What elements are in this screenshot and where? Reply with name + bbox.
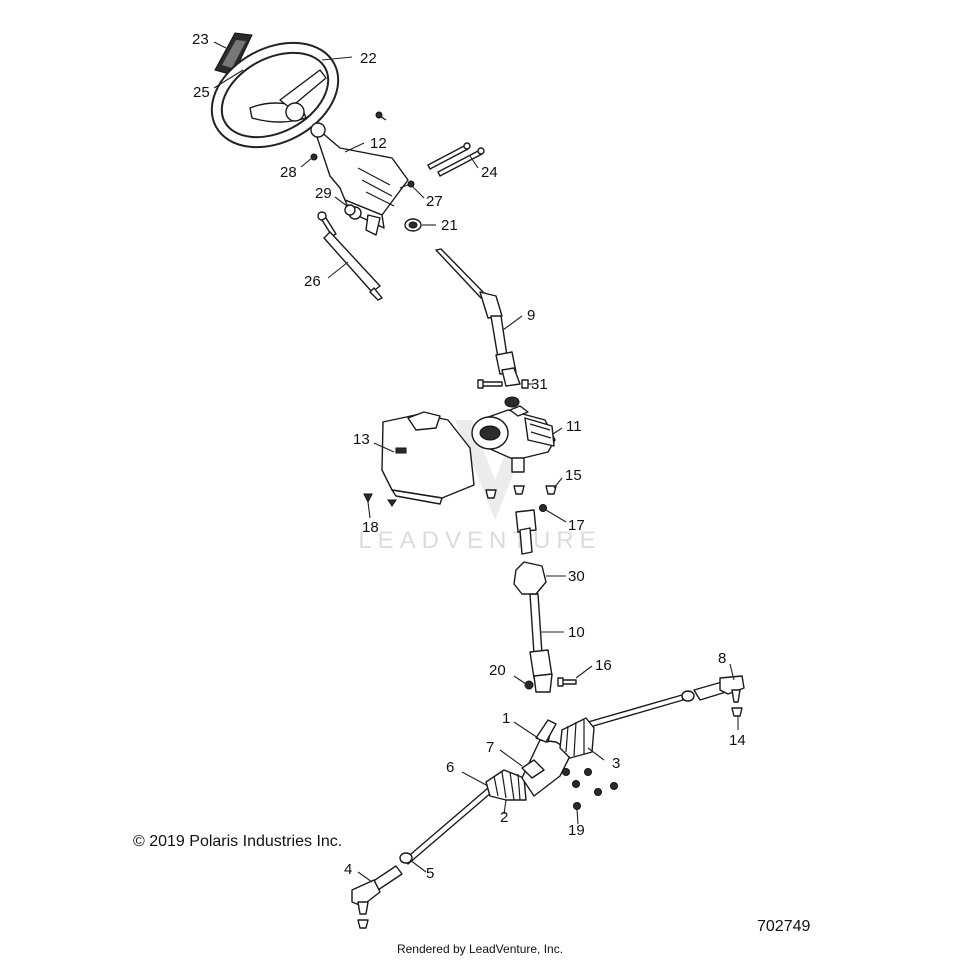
- callout-7: 7: [486, 739, 494, 756]
- callout-22: 22: [360, 50, 377, 67]
- callout-10: 10: [568, 624, 585, 641]
- part-30-boot[interactable]: [513, 561, 547, 595]
- callout-31: 31: [531, 376, 548, 393]
- jam-nut-right[interactable]: [681, 690, 695, 702]
- callout-4: 4: [344, 861, 352, 878]
- callout-24: 24: [481, 164, 498, 181]
- rendered-by-text: Rendered by LeadVenture, Inc.: [396, 942, 564, 956]
- callout-1: 1: [502, 710, 510, 727]
- part-5-jam-nut[interactable]: [399, 852, 413, 864]
- callout-8: 8: [718, 650, 726, 667]
- callout-16: 16: [595, 657, 612, 674]
- part-2-boot[interactable]: [485, 769, 527, 801]
- callout-numbers: 23 25 22 12 28 29 27 24 21 26 9 31 11 13…: [192, 31, 746, 882]
- callout-13: 13: [353, 431, 370, 448]
- part-3-boot[interactable]: [559, 717, 595, 759]
- callout-19: 19: [568, 822, 585, 839]
- part-22-steering-wheel[interactable]: [201, 29, 350, 161]
- part-10-intermediate-shaft[interactable]: [515, 509, 553, 693]
- callout-30: 30: [568, 568, 585, 585]
- diagram-number: 702749: [757, 918, 811, 935]
- part-31-clip[interactable]: [521, 379, 529, 389]
- part-9-upper-steering-shaft[interactable]: [435, 248, 521, 387]
- screw-head-icon: [375, 111, 383, 119]
- callout-9: 9: [527, 307, 535, 324]
- callout-2: 2: [500, 809, 508, 826]
- part-11-power-steering-unit[interactable]: [471, 405, 556, 473]
- part-18-fasteners[interactable]: [363, 493, 397, 507]
- callout-14: 14: [729, 732, 746, 749]
- part-28-bolt[interactable]: [310, 153, 318, 161]
- part-24-long-bolts[interactable]: [427, 142, 485, 177]
- part-20-nut[interactable]: [524, 680, 534, 690]
- part-14-nut[interactable]: [731, 707, 743, 717]
- part-8-tie-rod-end[interactable]: [693, 675, 745, 703]
- part-29-bushing[interactable]: [344, 204, 356, 216]
- part-13-module-cover[interactable]: [381, 411, 475, 505]
- callout-25: 25: [193, 84, 210, 101]
- callout-27: 27: [426, 193, 443, 210]
- mounting-bolts[interactable]: [485, 485, 525, 499]
- callout-23: 23: [192, 31, 209, 48]
- leader-lines: [213, 41, 739, 883]
- callout-11: 11: [566, 418, 582, 435]
- part-17-bolt[interactable]: [539, 504, 547, 512]
- part-12-column-bracket[interactable]: [310, 122, 409, 236]
- copyright-text: © 2019 Polaris Industries Inc.: [133, 833, 343, 850]
- pinch-bolt[interactable]: [477, 379, 503, 389]
- part-4-tie-rod-end[interactable]: [351, 865, 403, 915]
- part-15-bolt[interactable]: [545, 485, 557, 495]
- callout-26: 26: [304, 273, 321, 290]
- callout-15: 15: [565, 467, 582, 484]
- callout-28: 28: [280, 164, 297, 181]
- part-7-bracket[interactable]: [521, 759, 545, 779]
- part-27-bolt[interactable]: [399, 180, 415, 189]
- callout-3: 3: [612, 755, 620, 772]
- tie-rod-nut-left[interactable]: [357, 919, 369, 929]
- part-19-nuts[interactable]: [562, 768, 618, 810]
- callout-12: 12: [370, 135, 387, 152]
- part-26-gas-strut[interactable]: [317, 211, 383, 301]
- watermark-text: LEADVENTURE: [358, 527, 601, 554]
- part-21-bushing[interactable]: [404, 218, 422, 232]
- part-1-pinion[interactable]: [535, 719, 557, 743]
- callout-5: 5: [426, 865, 434, 882]
- callout-29: 29: [315, 185, 332, 202]
- callout-21: 21: [441, 217, 458, 234]
- callout-18: 18: [362, 519, 379, 536]
- callout-6: 6: [446, 759, 454, 776]
- coupling-nut[interactable]: [504, 396, 520, 408]
- callout-20: 20: [489, 662, 506, 679]
- callout-17: 17: [568, 517, 585, 534]
- part-16-bolt[interactable]: [557, 677, 577, 687]
